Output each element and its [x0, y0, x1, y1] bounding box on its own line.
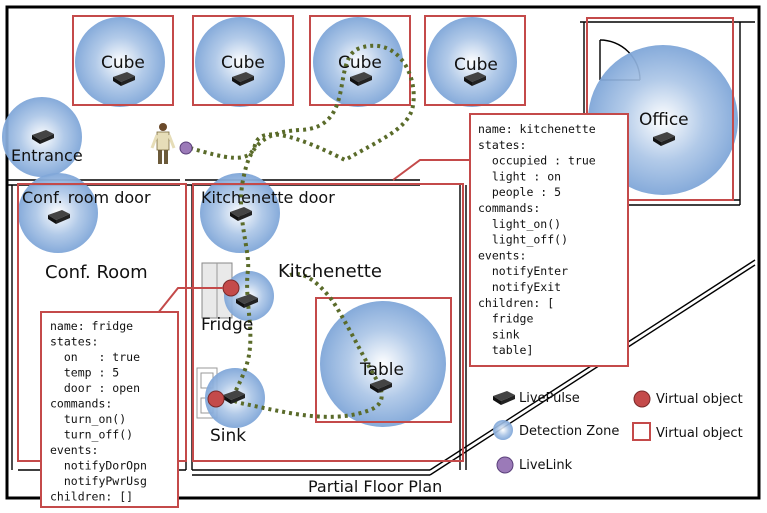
cube1-box [72, 15, 174, 106]
cube1-label: Cube [101, 53, 145, 73]
kitchenette-label: Kitchenette [278, 261, 382, 282]
outer-frame [5, 5, 761, 500]
cube2-label: Cube [221, 53, 265, 73]
legend-detection-zone: Detection Zone [519, 424, 619, 439]
kitchenette-card-connector [392, 159, 470, 181]
card-line: states: [50, 335, 98, 349]
card-line: door : open [50, 381, 140, 395]
office-label: Office [639, 110, 689, 130]
card-line: turn_off() [50, 428, 133, 442]
card-line: states: [478, 138, 526, 152]
cube4-label: Cube [454, 55, 498, 75]
cube4-box [424, 15, 526, 106]
person-icon [150, 123, 176, 164]
fridge-card: name: fridge states: on : true temp : 5 d… [40, 311, 179, 508]
virtual-object-dot-swatch [633, 390, 651, 408]
card-line: on : true [50, 350, 140, 364]
cube1-zone [75, 17, 165, 107]
card-line: name: kitchenette [478, 122, 596, 136]
fridge-virtual-object-dot [222, 279, 240, 297]
card-line: light_off() [478, 233, 568, 247]
card-line: light : on [478, 169, 561, 183]
card-line: people : 5 [478, 185, 561, 199]
legend-virtual-object-box: Virtual object [656, 426, 743, 441]
virtual-object-boxes [17, 15, 734, 462]
detection-zone-swatch [493, 420, 513, 440]
card-line: notifyPwrUsg [50, 474, 147, 488]
card-line: name: fridge [50, 319, 133, 333]
sink-virtual-object-dot [207, 390, 225, 408]
kitchenette-card: name: kitchenette states: occupied : true… [469, 113, 629, 367]
cube2-box [192, 15, 294, 106]
sink-label: Sink [210, 426, 246, 446]
card-line: turn_on() [50, 412, 126, 426]
card-line: children: [] [50, 490, 133, 504]
table-zone [320, 301, 446, 427]
fridge-card-connector [157, 287, 223, 314]
legend-live-link: LiveLink [519, 458, 573, 473]
cube4-zone [427, 17, 517, 107]
card-line: commands: [50, 397, 112, 411]
table-box [315, 297, 452, 423]
live-link-swatch [496, 456, 514, 474]
card-line: children: [ [478, 296, 554, 310]
card-line: sink [478, 327, 520, 341]
kitchenette-box [192, 183, 464, 462]
diagram-caption: Partial Floor Plan [308, 477, 442, 496]
cube3-zone [313, 17, 403, 107]
card-line: events: [50, 443, 98, 457]
card-line: temp : 5 [50, 366, 119, 380]
card-line: events: [478, 248, 526, 262]
cube3-box [309, 15, 411, 106]
legend-virtual-object-dot: Virtual object [656, 392, 743, 407]
conf-room-label: Conf. Room [45, 262, 148, 283]
card-line: table] [478, 343, 533, 357]
card-line: light_on() [478, 217, 561, 231]
card-line: notifyDorOpn [50, 459, 147, 473]
card-line: notifyEnter [478, 264, 568, 278]
virtual-object-box-swatch [632, 422, 651, 441]
card-line: notifyExit [478, 280, 561, 294]
card-line: commands: [478, 201, 540, 215]
cube3-label: Cube [338, 53, 382, 73]
fridge-label: Fridge [201, 315, 253, 335]
card-line: fridge [478, 312, 533, 326]
conf-door-label: Conf. room door [22, 188, 151, 207]
legend-live-pulse: LivePulse [519, 391, 580, 406]
kitchenette-door-label: Kitchenette door [201, 188, 335, 207]
table-label: Table [359, 360, 404, 380]
live-link-dot [179, 141, 193, 155]
office-box [586, 17, 734, 201]
entrance-label: Entrance [11, 146, 83, 165]
legend: LivePulse Detection Zone LiveLink Virtua… [493, 390, 743, 474]
cube2-zone [195, 17, 285, 107]
card-line: occupied : true [478, 154, 596, 168]
livepulse-device-icon [493, 391, 515, 405]
detection-zones [2, 17, 738, 428]
